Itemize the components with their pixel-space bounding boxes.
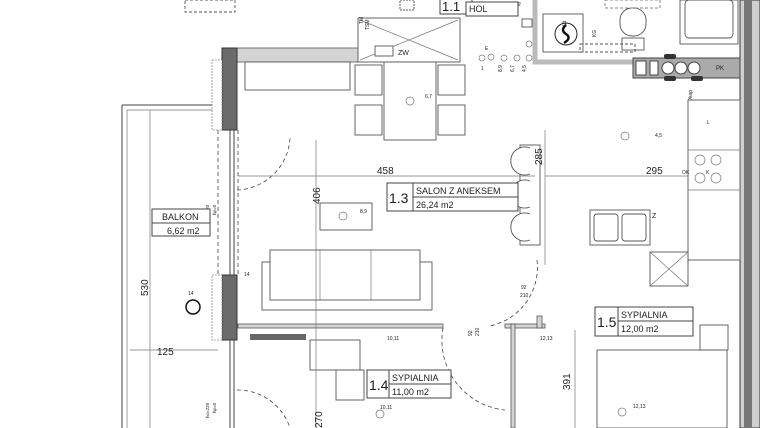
svg-text:4,5: 4,5 (522, 65, 528, 72)
svg-text:L: L (707, 120, 710, 126)
svg-text:6,62 m2: 6,62 m2 (167, 226, 200, 236)
tm-label: TM (359, 17, 365, 24)
room-label-1-1: 1.1 HOL (439, 0, 519, 17)
tsm-label: TSM (365, 19, 371, 30)
zw-label: ZW (398, 50, 409, 57)
svg-text:12,13: 12,13 (633, 404, 646, 410)
svg-text:OK: OK (682, 170, 690, 176)
dimension-lines (130, 110, 688, 428)
svg-text:HOL: HOL (469, 4, 488, 14)
balcony-lamp-icon (185, 299, 201, 315)
balcony (121, 104, 222, 428)
s-label: S (562, 21, 567, 28)
svg-text:SYPIALNIA: SYPIALNIA (392, 373, 439, 383)
kitchen-counter (510, 99, 741, 287)
svg-text:6,7: 6,7 (510, 65, 516, 72)
svg-text:8,9: 8,9 (498, 65, 504, 72)
svg-text:10,11: 10,11 (380, 405, 392, 411)
kg-label: KG (592, 30, 598, 37)
ventilation-shaft (184, 0, 461, 63)
svg-text:BALKON: BALKON (162, 212, 199, 222)
room-label-1-3: 1.3 SALON Z ANEKSEM 26,24 m2 (386, 182, 519, 212)
svg-text:8,9: 8,9 (360, 209, 367, 215)
svg-text:285: 285 (534, 148, 545, 165)
dining-table (244, 61, 466, 141)
svg-text:Z: Z (652, 213, 657, 220)
interior-walls (237, 259, 729, 428)
svg-text:1.3: 1.3 (389, 190, 409, 206)
svg-text:ho=220: ho=220 (205, 402, 210, 418)
svg-text:K: K (706, 170, 710, 176)
okap-label: Okap (688, 90, 694, 102)
lamp-icon (375, 409, 385, 419)
svg-text:1.4: 1.4 (369, 377, 389, 393)
room-label-1-4: 1.4 SYPIALNIA 11,00 m2 (366, 369, 452, 399)
svg-text:11,00 m2: 11,00 m2 (392, 387, 429, 397)
svg-text:14: 14 (244, 272, 250, 278)
exterior-wall-left (211, 47, 361, 428)
svg-text:458: 458 (377, 166, 394, 177)
svg-text:12,13: 12,13 (540, 336, 553, 342)
svg-text:92: 92 (521, 285, 527, 291)
svg-text:1.5: 1.5 (597, 314, 617, 330)
svg-text:hp=0: hp=0 (212, 204, 217, 215)
svg-text:92: 92 (468, 330, 474, 336)
svg-text:26,24 m2: 26,24 m2 (416, 200, 454, 210)
svg-text:1: 1 (481, 66, 484, 72)
svg-text:406: 406 (312, 187, 323, 204)
lamp-icon (617, 407, 627, 417)
svg-text:210: 210 (520, 293, 529, 299)
switch-group (478, 40, 533, 62)
svg-text:SYPIALNIA: SYPIALNIA (621, 310, 668, 320)
balcony-label: BALKON 6,62 m2 (151, 208, 211, 237)
svg-text:295: 295 (646, 166, 663, 177)
living-furniture (261, 202, 433, 311)
svg-text:SALON Z ANEKSEM: SALON Z ANEKSEM (416, 186, 501, 196)
exterior-wall-core (744, 0, 752, 428)
svg-text:14: 14 (188, 291, 194, 297)
svg-text:4,5: 4,5 (655, 133, 662, 139)
switchboard (399, 0, 415, 11)
svg-text:hp=0: hp=0 (212, 402, 217, 413)
svg-text:E: E (485, 46, 489, 52)
svg-text:270: 270 (314, 411, 325, 428)
svg-text:12,00 m2: 12,00 m2 (621, 324, 659, 334)
svg-text:2: 2 (518, 2, 521, 8)
svg-text:1.1: 1.1 (442, 0, 460, 14)
svg-text:210: 210 (475, 327, 481, 336)
svg-text:6,7: 6,7 (425, 94, 432, 100)
svg-text:125: 125 (157, 347, 174, 358)
balcony-door-swing (236, 137, 291, 191)
boiler-flame-icon (561, 24, 570, 45)
svg-text:530: 530 (140, 279, 151, 296)
bathroom (521, 0, 741, 81)
svg-text:391: 391 (562, 373, 573, 390)
balcony-door-swing-2 (236, 389, 291, 428)
pk-label: PK (716, 66, 724, 72)
svg-text:10,11: 10,11 (387, 336, 399, 342)
room-label-1-5: 1.5 SYPIALNIA 12,00 m2 (594, 306, 694, 337)
